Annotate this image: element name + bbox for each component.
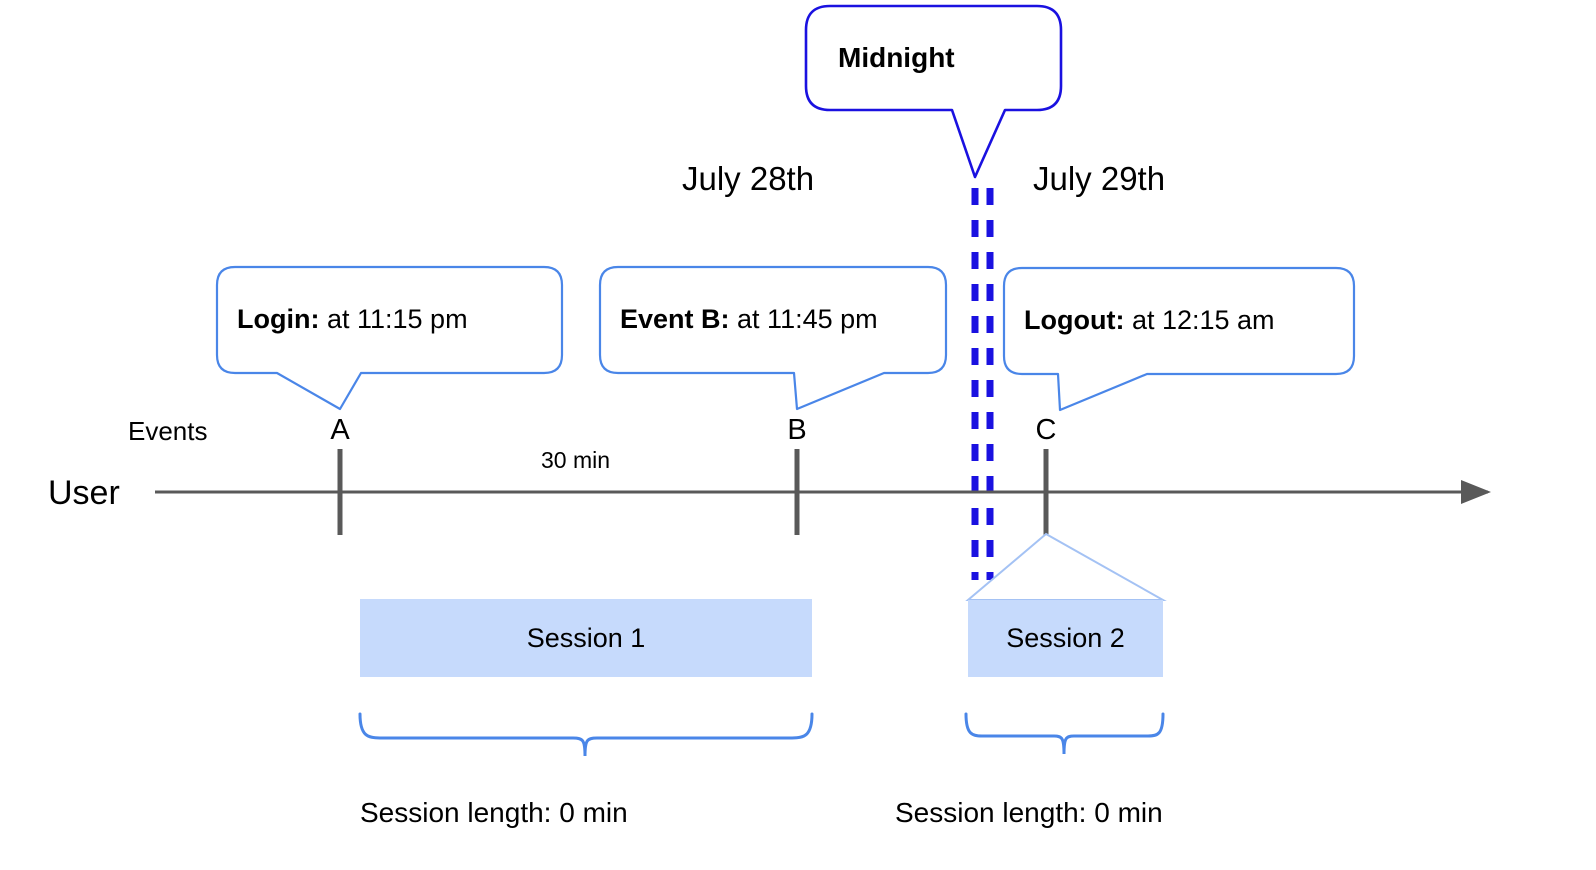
session-bar-2: Session 2 [968, 600, 1163, 677]
callout-label-login: Login: at 11:15 pm [237, 306, 468, 333]
callout-logout-rest: at 12:15 am [1124, 305, 1275, 335]
session-2-length-label: Session length: 0 min [895, 797, 1163, 828]
midnight-callout-label: Midnight [838, 42, 955, 73]
session2-pointer [965, 532, 1167, 601]
callout-shape-logout [1002, 266, 1356, 412]
callout-event-b-rest: at 11:45 pm [729, 304, 878, 334]
callout-shape-login [215, 265, 564, 411]
row-label-user: User [48, 474, 120, 512]
session2-brace [964, 712, 1165, 755]
session-bar-1-label: Session 1 [526, 622, 646, 653]
gap-label-30-min: 30 min [541, 447, 611, 473]
callout-label-logout: Logout: at 12:15 am [1024, 307, 1275, 334]
session-bar-2-label: Session 2 [1006, 623, 1125, 653]
event-letter-a: A [330, 414, 350, 446]
callout-login-rest: at 11:15 pm [319, 304, 468, 334]
session-1-length-label: Session length: 0 min [360, 797, 628, 828]
callout-shape-event-b [598, 265, 948, 411]
session1-brace [358, 712, 814, 757]
event-letter-c: C [1035, 414, 1057, 446]
midnight-callout-shape [804, 4, 1063, 179]
row-label-events: Events [128, 416, 208, 446]
callout-event-b-strong: Event B: [620, 304, 730, 334]
callout-login-strong: Login: [237, 304, 320, 334]
day-label-july-28: July 28th [682, 160, 815, 197]
event-letter-b: B [787, 414, 807, 446]
callout-logout-strong: Logout: [1024, 305, 1125, 335]
session-bar-1: Session 1 [360, 599, 812, 677]
midnight-dashed-lines [971, 188, 994, 580]
day-label-july-29: July 29th [1033, 160, 1166, 197]
callout-label-event-b: Event B: at 11:45 pm [620, 306, 878, 333]
